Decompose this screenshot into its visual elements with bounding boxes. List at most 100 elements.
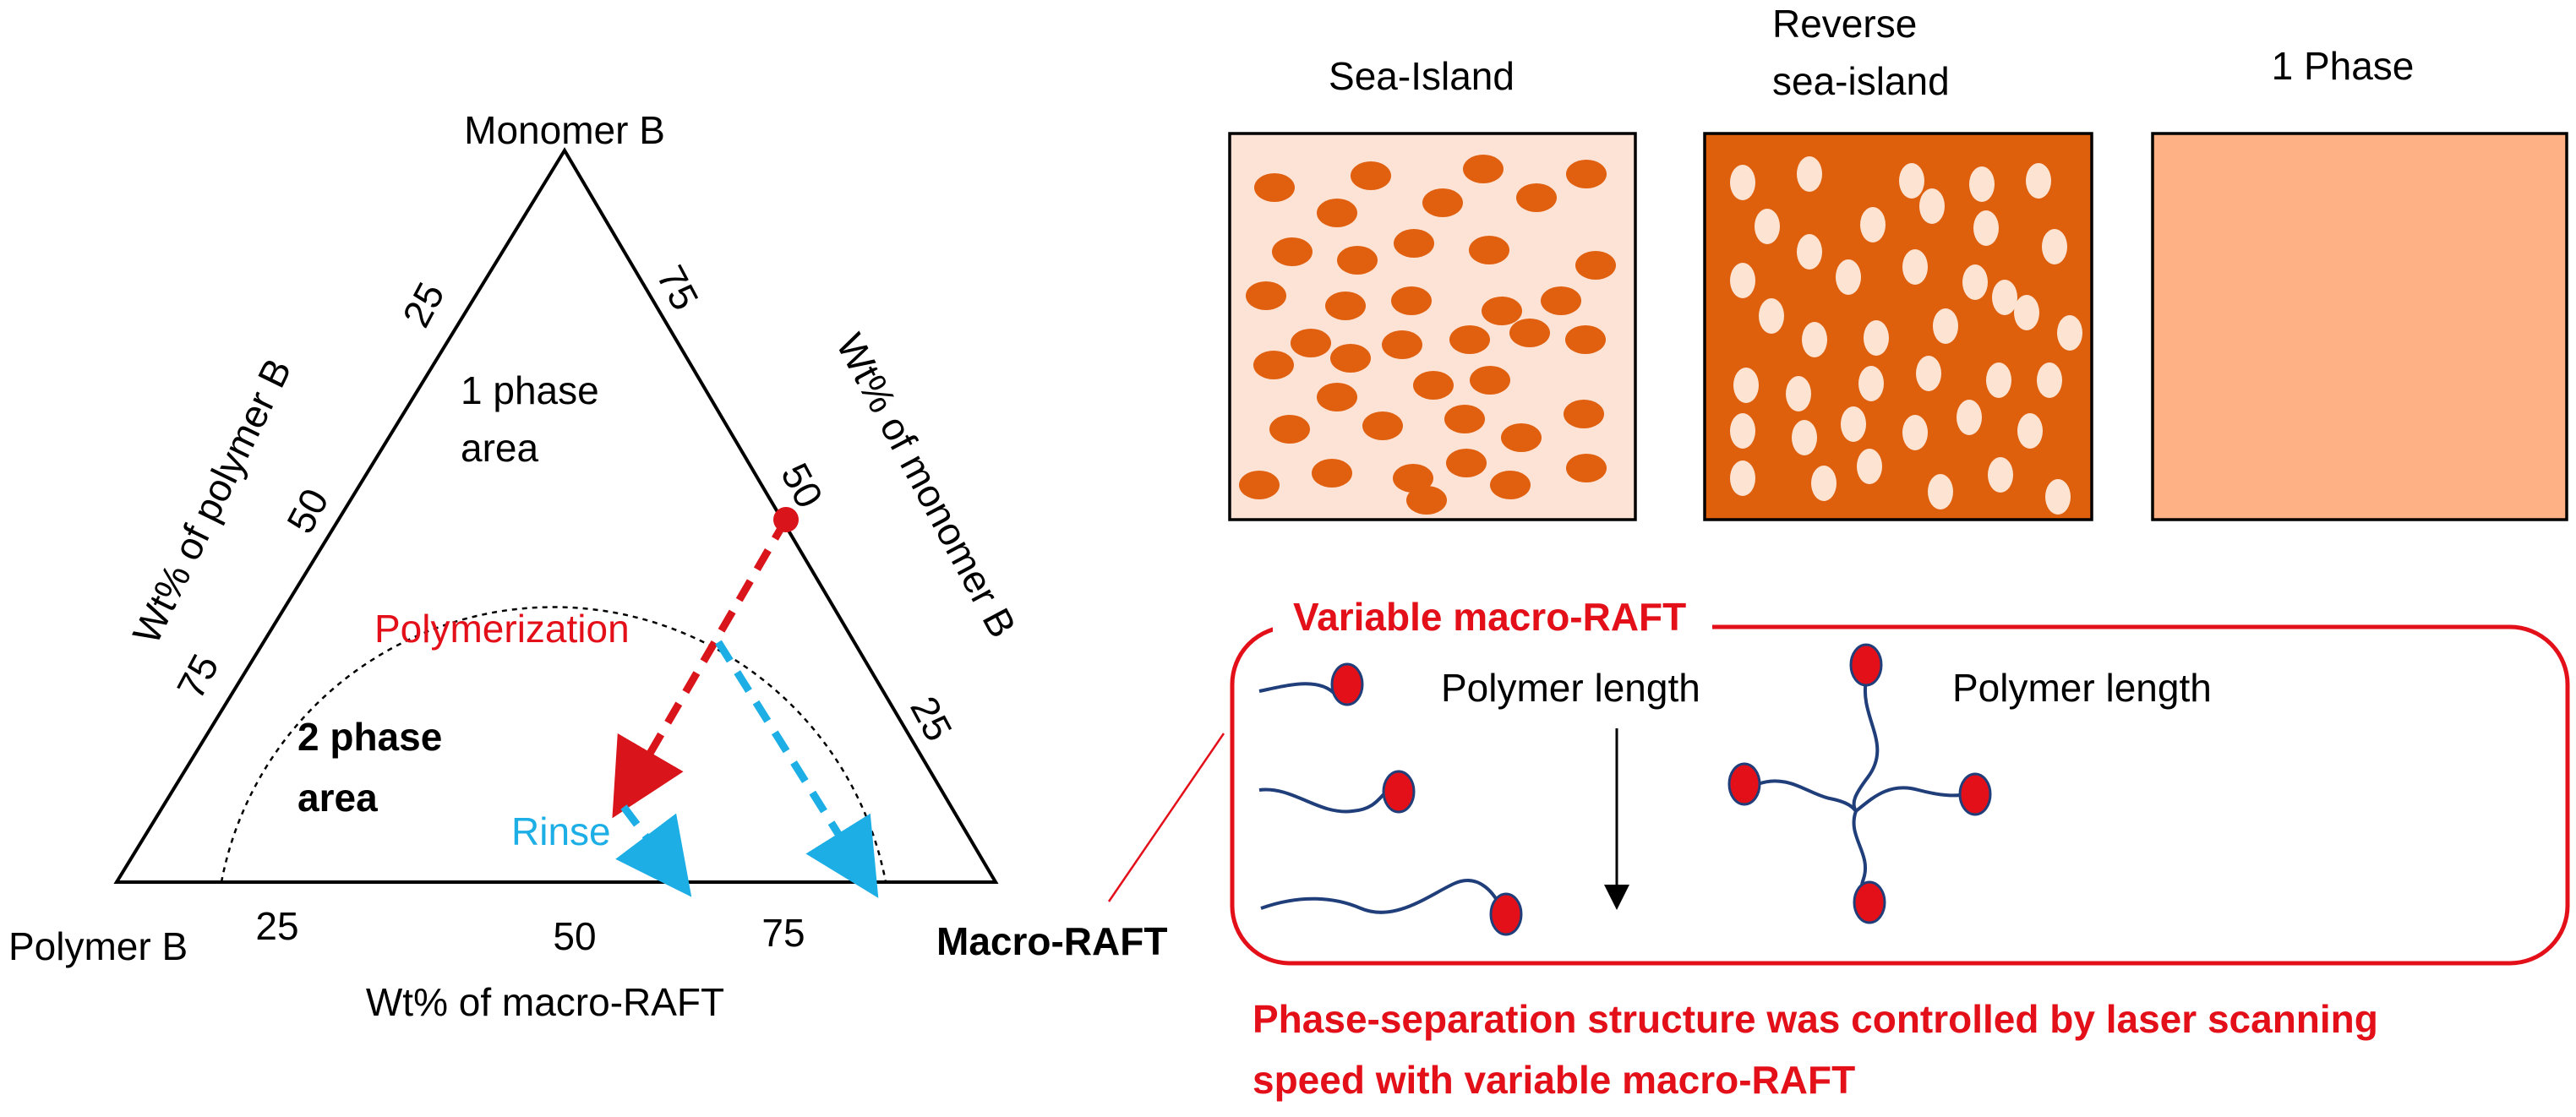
star-arm-top	[1852, 679, 1880, 813]
linear-chain-medium	[1258, 787, 1388, 814]
sea-island-domain	[1470, 366, 1510, 395]
reverse-sea-island-domain	[1992, 280, 2017, 315]
reverse-sea-island-domain	[2026, 163, 2051, 199]
sea-island-domain	[1253, 351, 1294, 379]
sea-island-domain	[1272, 237, 1313, 266]
reverse-sea-island-domain	[2045, 479, 2071, 515]
left-tick-50: 50	[278, 482, 337, 541]
phase-boundary-arc	[220, 606, 887, 883]
reverse-sea-island-domain	[1836, 259, 1861, 295]
sea-island-domain	[1337, 246, 1378, 275]
reverse-sea-island-domain	[1797, 156, 1822, 192]
reverse-sea-island-domain	[1759, 298, 1784, 334]
rinse-label: Rinse	[511, 809, 611, 853]
reverse-sea-island-domain	[2037, 362, 2062, 398]
sea-island-domain	[1382, 330, 1422, 359]
reverse-sea-island-domain	[1792, 420, 1817, 455]
star-arm-left	[1757, 779, 1858, 813]
macro-raft-title: Variable macro-RAFT	[1293, 595, 1686, 639]
reverse-sea-island-domain	[1962, 264, 1988, 300]
reverse-sea-island-domain	[1858, 366, 1884, 401]
sea-island-domain	[1254, 173, 1295, 202]
rinse-arrow-short	[615, 804, 692, 897]
callout-line	[1107, 733, 1225, 902]
panel-reverse-title-line1: Reverse	[1772, 2, 1917, 46]
reverse-sea-island-domain	[1902, 249, 1928, 285]
reverse-sea-island-domain	[2014, 295, 2039, 330]
reverse-sea-island-domain	[1730, 460, 1755, 496]
reverse-sea-island-domain	[1864, 320, 1889, 356]
reverse-sea-island-domain	[1797, 234, 1822, 270]
macro-raft-box	[1230, 624, 2570, 966]
sea-island-domain	[1490, 471, 1531, 499]
sea-island-domain	[1509, 319, 1550, 347]
sea-island-domain	[1501, 423, 1542, 452]
sea-island-domain	[1565, 325, 1606, 354]
sea-island-domain	[1422, 188, 1463, 217]
sea-island-domain	[1566, 160, 1607, 188]
panel-reverse-title-line2: sea-island	[1772, 59, 1950, 103]
macro-raft-title-bg	[1273, 587, 1712, 655]
sea-island-domain	[1394, 229, 1434, 258]
conclusion-line2: speed with variable macro-RAFT	[1253, 1058, 1855, 1102]
polymerization-label: Polymerization	[374, 607, 630, 651]
star-end-group-right	[1958, 772, 1992, 816]
bottom-tick-25: 25	[255, 904, 298, 948]
two-phase-area-line2: area	[297, 776, 378, 820]
sea-island-domain	[1246, 281, 1286, 310]
reverse-sea-island-domain	[1730, 165, 1755, 200]
ternary-diagram: Monomer B Polymer B Macro-RAFT Wt% of po…	[8, 108, 1167, 1024]
sea-island-domain	[1325, 292, 1366, 320]
reverse-sea-island-domain	[1916, 356, 1941, 391]
ternary-triangle	[113, 147, 999, 884]
vertex-top-label: Monomer B	[464, 108, 665, 152]
sea-island-domain	[1575, 251, 1616, 280]
sea-island-domains	[1239, 155, 1616, 515]
reverse-sea-island-domain	[1733, 368, 1759, 403]
sea-island-domain	[1541, 286, 1581, 315]
sea-island-domain	[1446, 449, 1487, 477]
one-phase-area-line2: area	[461, 426, 538, 470]
linear-chain-long	[1260, 879, 1504, 914]
vertex-left-label: Polymer B	[8, 924, 188, 968]
bottom-tick-75: 75	[761, 911, 805, 955]
sea-island-domain	[1444, 405, 1485, 433]
reverse-sea-island-domain	[1857, 449, 1882, 484]
reverse-sea-island-domain	[1969, 166, 1995, 202]
start-composition-point	[773, 507, 799, 532]
sea-island-domain	[1291, 329, 1331, 357]
axis-right-label: Wt% of monomer B	[828, 326, 1025, 645]
panel-sea-island-title: Sea-Island	[1329, 54, 1514, 98]
sea-island-domain	[1564, 400, 1604, 428]
end-group-long	[1489, 892, 1523, 936]
reverse-sea-island-domain	[1730, 263, 1755, 298]
vertex-right-label: Macro-RAFT	[936, 919, 1167, 963]
reverse-sea-island-domain	[2057, 315, 2082, 351]
reverse-sea-island-domain	[1802, 322, 1827, 357]
reverse-sea-island-domain	[2017, 413, 2043, 449]
linear-chain-short	[1258, 682, 1337, 696]
sea-island-domain	[1406, 486, 1447, 515]
reverse-sea-island-domain	[1988, 457, 2013, 493]
sea-island-domain	[1312, 459, 1352, 488]
one-phase-area-line1: 1 phase	[461, 368, 599, 412]
reverse-sea-island-domain	[1919, 188, 1945, 224]
bottom-tick-50: 50	[553, 914, 596, 958]
conclusion-line1: Phase-separation structure was controlle…	[1253, 997, 2378, 1041]
reverse-sea-island-domain	[1755, 209, 1780, 244]
polymer-length-label-left: Polymer length	[1441, 666, 1700, 710]
morphology-panels: Sea-Island Reverse sea-island 1 Phase	[1228, 2, 2568, 521]
sea-island-domain	[1391, 286, 1432, 315]
reverse-sea-island-domain	[1902, 415, 1928, 450]
sea-island-domain	[1317, 383, 1357, 411]
sea-island-domain	[1239, 471, 1280, 499]
sea-island-domain	[1482, 297, 1522, 325]
rinse-arrow-long	[715, 640, 879, 898]
end-group-medium	[1382, 770, 1416, 814]
axis-left-label: Wt% of polymer B	[124, 351, 300, 651]
end-group-short	[1330, 662, 1364, 706]
sea-island-domain	[1566, 454, 1607, 482]
two-phase-area-line1: 2 phase	[297, 715, 442, 759]
sea-island-domain	[1516, 183, 1557, 212]
